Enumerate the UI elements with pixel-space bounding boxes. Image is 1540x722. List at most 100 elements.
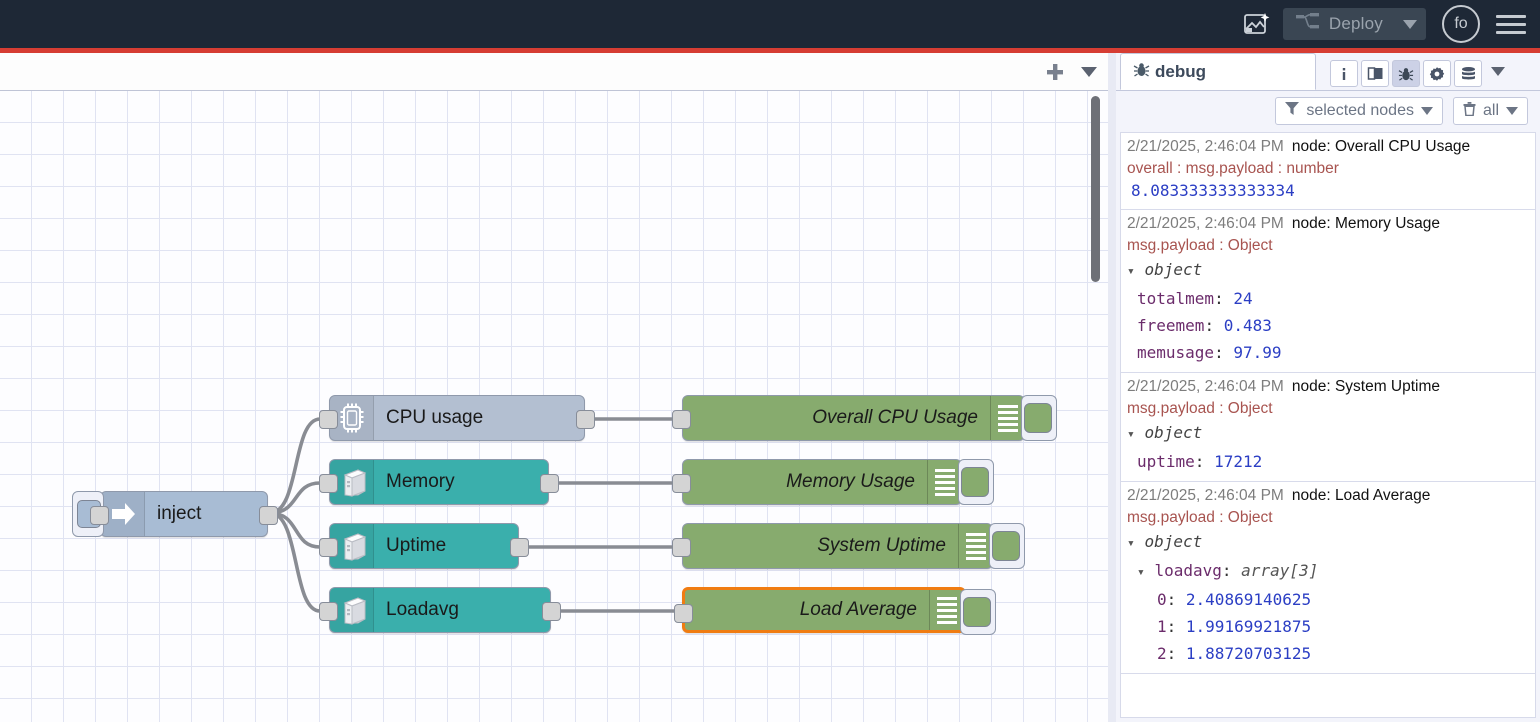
debug-message-header: 2/21/2025, 2:46:04 PMnode: Memory Usage [1127,213,1529,235]
node-output-port[interactable] [540,474,559,493]
hamburger-menu-icon[interactable] [1496,15,1526,34]
debug-lines-icon [927,460,961,504]
flow-node-uptime[interactable]: Uptime [329,523,519,569]
debug-enable-button[interactable] [1021,395,1057,441]
debug-enable-button[interactable] [958,459,994,505]
debug-property-key: 2 [1157,644,1167,663]
filter-selected-nodes-button[interactable]: selected nodes [1275,97,1443,125]
debug-node-dbg-load[interactable]: Load Average [682,587,966,633]
layers-icon[interactable] [1454,60,1482,87]
sidebar-tool-icons [1330,60,1511,90]
debug-object-root[interactable]: ▾ object [1127,419,1529,448]
flow-tab-menu-button[interactable] [1072,55,1106,89]
node-input-port[interactable] [672,538,691,557]
debug-enable-indicator [961,467,989,497]
flow-node-loadavg[interactable]: Loadavg [329,587,551,633]
node-input-port[interactable] [319,538,338,557]
debug-property-key: totalmem [1137,289,1214,308]
debug-property-key: uptime [1137,452,1195,471]
node-input-port[interactable] [672,410,691,429]
node-input-port[interactable] [672,474,691,493]
clear-messages-button[interactable]: all [1453,97,1528,125]
collapse-toggle-icon[interactable]: ▾ [1127,536,1135,551]
debug-message-topic: msg.payload : Object [1127,398,1529,419]
flow-node-label: CPU usage [374,407,584,429]
flow-node-inject[interactable]: inject [100,491,268,537]
collapse-toggle-icon[interactable]: ▾ [1137,565,1145,580]
debug-node-dbg-mem[interactable]: Memory Usage [682,459,962,505]
image-sparkle-icon[interactable] [1237,4,1277,44]
debug-message-list[interactable]: 2/21/2025, 2:46:04 PMnode: Overall CPU U… [1120,132,1536,718]
node-output-port[interactable] [576,410,595,429]
collapse-toggle-icon[interactable]: ▾ [1127,264,1135,279]
node-input-port[interactable] [319,410,338,429]
debug-lines-icon [958,524,992,568]
info-icon[interactable] [1330,60,1358,87]
wire-inject-cpu [270,419,320,513]
flow-canvas[interactable]: inject CPU usageMemoryUptimeLoadavg Overa… [0,91,1114,722]
debug-property-key: 1 [1157,617,1167,636]
node-output-port[interactable] [259,506,278,525]
debug-enable-button[interactable] [989,523,1025,569]
debug-object-label: object [1135,260,1202,279]
debug-message-source: node: System Uptime [1292,378,1440,395]
collapse-toggle-icon[interactable]: ▾ [1127,427,1135,442]
deploy-dropdown-caret[interactable] [1396,8,1424,40]
debug-message[interactable]: 2/21/2025, 2:46:04 PMnode: Load Averagem… [1121,482,1535,674]
flow-node-label: Uptime [374,535,518,557]
debug-property-value: 1.88720703125 [1186,644,1311,663]
flow-node-memory[interactable]: Memory [329,459,549,505]
debug-object-root[interactable]: ▾ object [1127,256,1529,285]
user-avatar[interactable]: fo [1442,5,1480,43]
flow-node-cpu[interactable]: CPU usage [329,395,585,441]
debug-object-property: ▾ loadavg: array[3] [1127,557,1529,586]
flow-tab-bar [0,53,1114,91]
flow-node-label: Memory [374,471,548,493]
debug-node-dbg-upt[interactable]: System Uptime [682,523,993,569]
debug-object-property: 0: 2.40869140625 [1127,586,1529,613]
node-output-port[interactable] [510,538,529,557]
sidebar-more-menu[interactable] [1485,67,1511,80]
tab-debug-label: debug [1155,62,1206,82]
debug-message-source: node: Load Average [1292,487,1430,504]
debug-object-property: 2: 1.88720703125 [1127,640,1529,667]
node-input-port[interactable] [319,474,338,493]
debug-object-root[interactable]: ▾ object [1127,528,1529,557]
node-input-port[interactable] [90,506,109,525]
flow-node-label: inject [145,503,267,525]
deploy-button[interactable]: Deploy [1283,8,1426,40]
debug-property-value: array[3] [1241,561,1318,580]
deploy-label: Deploy [1329,14,1383,34]
node-input-port[interactable] [674,604,693,623]
bug-icon [1133,61,1150,83]
panel-divider[interactable] [1108,53,1116,722]
debug-enable-indicator [992,531,1020,561]
debug-property-value: 97.99 [1233,343,1281,362]
gear-icon[interactable] [1423,60,1451,87]
deploy-button-main[interactable]: Deploy [1285,8,1396,40]
debug-message[interactable]: 2/21/2025, 2:46:04 PMnode: Overall CPU U… [1121,133,1535,210]
debug-object-label: object [1135,423,1202,442]
debug-enable-button[interactable] [960,589,996,635]
debug-message-header: 2/21/2025, 2:46:04 PMnode: Load Average [1127,485,1529,507]
add-flow-tab-button[interactable] [1038,55,1072,89]
flow-node-label: Loadavg [374,599,550,621]
debug-node-dbg-cpu[interactable]: Overall CPU Usage [682,395,1025,441]
debug-lines-icon [990,396,1024,440]
tab-debug[interactable]: debug [1120,53,1316,90]
node-output-port[interactable] [542,602,561,621]
debug-message[interactable]: 2/21/2025, 2:46:04 PMnode: Memory Usagem… [1121,210,1535,373]
chevron-down-icon [1421,102,1433,120]
book-icon[interactable] [1361,60,1389,87]
debug-property-value: 17212 [1214,452,1262,471]
bug-icon[interactable] [1392,60,1420,87]
debug-property-key: loadavg [1154,561,1221,580]
debug-message-source: node: Memory Usage [1292,215,1440,232]
debug-enable-indicator [1024,403,1052,433]
debug-message-header: 2/21/2025, 2:46:04 PMnode: Overall CPU U… [1127,136,1529,158]
debug-message[interactable]: 2/21/2025, 2:46:04 PMnode: System Uptime… [1121,373,1535,482]
canvas-vertical-scrollbar[interactable] [1091,96,1100,282]
node-input-port[interactable] [319,602,338,621]
clear-label: all [1483,102,1499,120]
